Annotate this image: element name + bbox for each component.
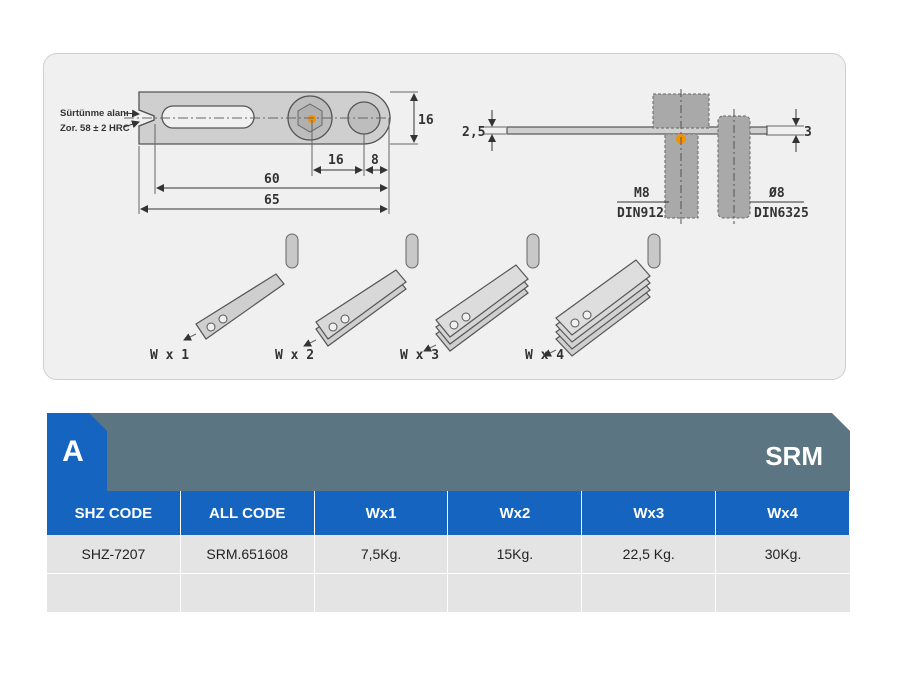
technical-drawing: Sürtünme alanı Zor. 58 ± 2 HRC 16 16 8 6… [60, 89, 812, 363]
variant-label-w2: W x 2 [275, 348, 314, 363]
variant-w2 [303, 233, 419, 347]
dim-2-5: 2,5 [462, 125, 485, 140]
table-cell: SHZ-7207 [47, 535, 181, 574]
product-table: SHZ CODE ALL CODE Wx1 Wx2 Wx3 Wx4 SHZ-72… [47, 491, 850, 613]
technical-drawing-panel: Sürtünme alanı Zor. 58 ± 2 HRC 16 16 8 6… [43, 53, 846, 380]
table-cell: 30Kg. [716, 535, 850, 574]
variant-label-w3: W x 3 [400, 348, 439, 363]
variant-w1 [183, 233, 299, 341]
product-table-block: A SRM SHZ CODE ALL CODE Wx1 Wx2 Wx3 Wx4 … [47, 413, 850, 613]
plate-top-view [124, 91, 394, 145]
variant-w3 [423, 233, 540, 352]
series-title: SRM [765, 441, 823, 471]
table-cell: SRM.651608 [180, 535, 315, 574]
dim-8: 8 [371, 153, 379, 168]
section-header-bar: A SRM [47, 413, 850, 491]
table-cell: 7,5Kg. [314, 535, 449, 574]
column-header-wx4: Wx4 [716, 491, 850, 535]
column-header-all-code: ALL CODE [180, 491, 315, 535]
table-cell: 15Kg. [448, 535, 583, 574]
table-cell: 22,5 Kg. [582, 535, 717, 574]
dim-65: 65 [264, 193, 280, 208]
label-din6325: DIN6325 [754, 206, 809, 221]
table-cell [716, 574, 850, 613]
dim-height-16: 16 [418, 113, 434, 128]
column-header-wx2: Wx2 [448, 491, 583, 535]
dim-3: 3 [804, 125, 812, 140]
pin-hole-marker [308, 115, 316, 123]
column-header-shz-code: SHZ CODE [47, 491, 181, 535]
plate-side-view [506, 89, 768, 224]
table-cell [314, 574, 449, 613]
column-header-wx3: Wx3 [582, 491, 717, 535]
hardness-label: Zor. 58 ± 2 HRC [60, 123, 130, 134]
label-d8: Ø8 [768, 186, 785, 201]
section-badge: A [47, 413, 107, 491]
variant-label-w4: W x 4 [525, 348, 564, 363]
variant-label-w1: W x 1 [150, 348, 189, 363]
table-cell [448, 574, 583, 613]
table-cell [582, 574, 717, 613]
label-m8: M8 [634, 186, 650, 201]
friction-area-label: Sürtünme alanı [60, 108, 129, 119]
table-cell [180, 574, 315, 613]
dim-60: 60 [264, 172, 280, 187]
column-header-wx1: Wx1 [314, 491, 449, 535]
table-cell [47, 574, 181, 613]
variant-w4 [543, 233, 661, 357]
dim-hole-16: 16 [328, 153, 344, 168]
label-din912: DIN912 [617, 206, 664, 221]
